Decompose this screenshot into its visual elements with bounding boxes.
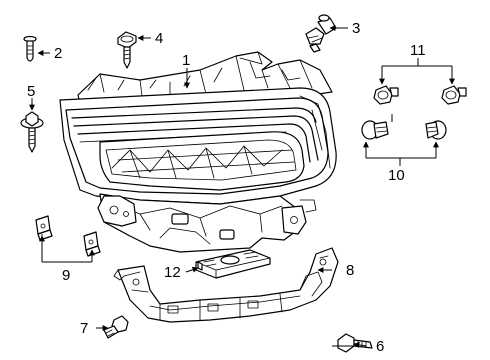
callout-7: 7 [80, 320, 88, 337]
callout-4: 4 [155, 30, 163, 47]
callout-8: 8 [346, 262, 354, 279]
callout-6: 6 [376, 338, 384, 355]
callout-5: 5 [27, 83, 35, 100]
callout-11: 11 [410, 42, 426, 59]
callout-9: 9 [62, 267, 70, 284]
part-2-pin [23, 35, 37, 62]
leader-lines [29, 25, 455, 348]
part-10-bulb-right [425, 120, 447, 140]
callout-numbers: 1 2 3 4 5 6 7 8 9 10 11 12 [27, 20, 426, 355]
part-6-bolt [337, 333, 373, 353]
part-4-screw [117, 31, 137, 69]
part-9-clip-left [35, 215, 53, 241]
part-10-bulb-left [361, 120, 389, 140]
callout-1: 1 [182, 52, 190, 69]
callout-12: 12 [164, 264, 181, 281]
part-5-screw [20, 111, 44, 153]
callout-2: 2 [54, 45, 62, 62]
callout-3: 3 [352, 20, 360, 37]
part-11-bulb-left [373, 85, 399, 105]
callout-10: 10 [388, 167, 405, 184]
part-11-bulb-right [441, 85, 467, 105]
part-12-module [195, 249, 271, 279]
part-3-socket [305, 14, 337, 53]
part-7-bolt [103, 315, 129, 339]
headlamp-assembly [59, 51, 337, 253]
